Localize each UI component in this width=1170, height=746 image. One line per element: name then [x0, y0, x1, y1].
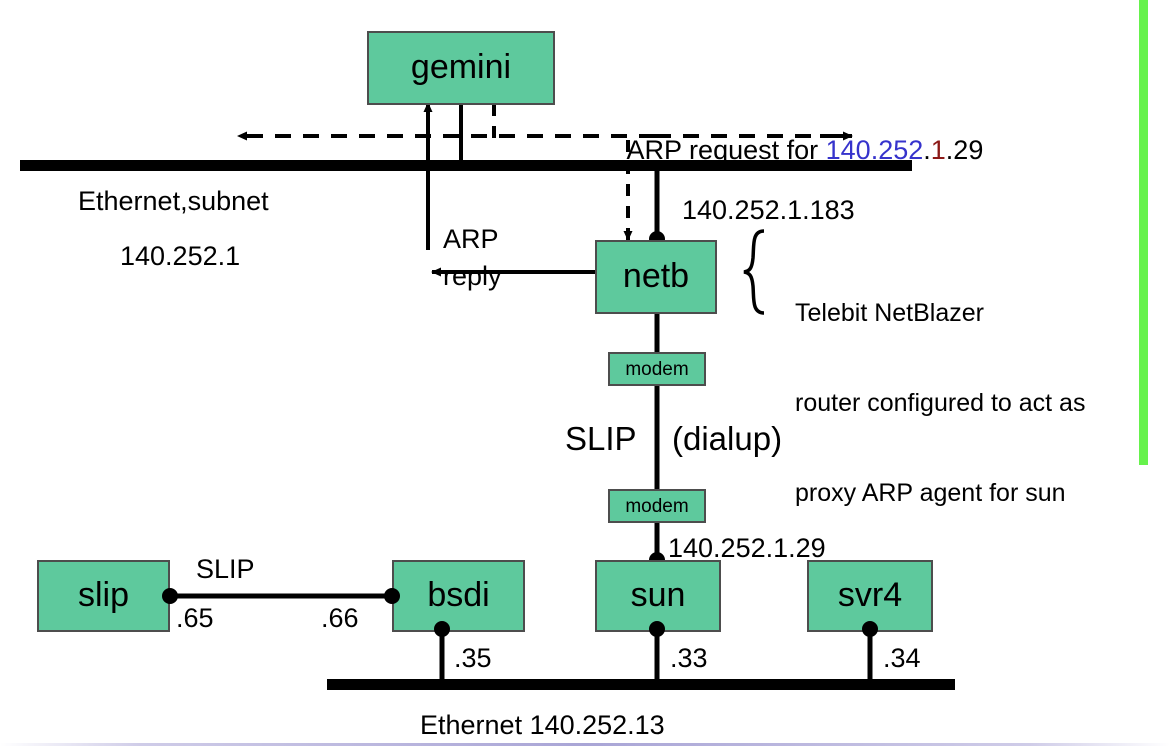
proxy-arp-note: Telebit NetBlazer router configured to a… [795, 238, 1085, 568]
host-label-bsdi: bsdi [427, 576, 490, 614]
dialup-protocol-label: SLIP [565, 420, 637, 457]
modem-box-bottom [608, 489, 706, 523]
arp-request-ip-dot: . [923, 135, 931, 165]
green-accent-bar [1139, 0, 1148, 465]
modem-label-top: modem [625, 359, 689, 380]
bsdi-slip-endpoint-dot [384, 588, 400, 604]
bsdi-bus-dot [434, 621, 450, 637]
netb-ip-label: 140.252.1.183 [682, 195, 855, 225]
host-label-svr4: svr4 [837, 576, 903, 614]
proxy-arp-note-line2: router configured to act as [795, 389, 1086, 417]
dialup-kind-label: (dialup) [672, 420, 783, 457]
modem-box-top [608, 352, 706, 386]
bottom-accent-rule [0, 743, 1170, 746]
modem-label-bottom: modem [625, 496, 689, 517]
bottom-ethernet-bus [327, 679, 955, 690]
host-label-slip: slip [77, 576, 130, 614]
arp-request-ip-host: .29 [945, 135, 984, 165]
host-box-sun [595, 560, 721, 632]
bsdi-interface-66: .66 [321, 603, 359, 633]
sun-ip-label: 140.252.1.29 [668, 533, 826, 563]
host-box-bsdi [392, 560, 525, 632]
sun-bus-dot [649, 621, 665, 637]
host-box-slip [37, 560, 170, 632]
host-box-gemini [367, 31, 555, 105]
host-label-netb: netb [622, 257, 690, 295]
top-ethernet-bus [20, 160, 912, 171]
proxy-arp-note-line3: proxy ARP agent for sun [795, 479, 1066, 507]
top-network-label-line1: Ethernet,subnet [78, 186, 269, 216]
arp-request-ip-network: 140.252 [825, 135, 924, 165]
bottom-network-label: Ethernet 140.252.13 [420, 710, 665, 740]
arp-reply-label-line2: reply [443, 261, 502, 291]
slip-endpoint-dot [162, 588, 178, 604]
top-network-label-line2: 140.252.1 [120, 241, 241, 271]
sun-interface-33: .33 [670, 643, 708, 673]
host-label-sun: sun [630, 576, 686, 614]
arp-request-label: ARP request for 140.252.1.29 [598, 110, 984, 191]
arp-reply-label-line1: ARP [443, 224, 499, 254]
host-label-gemini: gemini [410, 48, 512, 86]
host-box-svr4 [807, 560, 933, 632]
host-box-netb [595, 240, 717, 314]
svr4-interface-34: .34 [883, 643, 921, 673]
netb-note-brace [743, 229, 765, 315]
arp-request-ip-subnet: 1 [930, 135, 946, 165]
slip-interface-65: .65 [176, 603, 214, 633]
svr4-bus-dot [862, 621, 878, 637]
bsdi-interface-35: .35 [454, 643, 492, 673]
arp-request-prefix: ARP request for [626, 135, 826, 165]
proxy-arp-note-line1: Telebit NetBlazer [795, 299, 984, 327]
slip-link-label: SLIP [196, 554, 255, 584]
